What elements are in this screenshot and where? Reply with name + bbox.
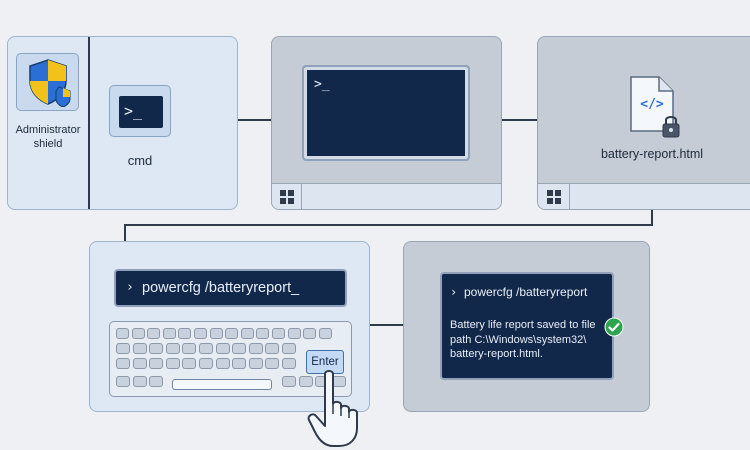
command-prompt-chevron: › (126, 280, 134, 295)
taskbar-start-area (272, 184, 302, 209)
result-terminal[interactable]: › powercfg /batteryreport Battery life r… (440, 272, 614, 380)
spacebar-key[interactable] (172, 379, 272, 390)
keyboard-key[interactable] (209, 328, 223, 339)
admin-shield-label-line2: shield (33, 138, 63, 150)
admin-shield-button[interactable] (16, 53, 79, 111)
keyboard-key[interactable] (132, 358, 147, 369)
terminal-prompt: >_ (314, 77, 330, 92)
taskbar (272, 183, 501, 209)
result-output-line3: battery-report.html. (450, 348, 543, 360)
keyboard-key[interactable] (282, 358, 296, 369)
keyboard-key[interactable] (194, 328, 207, 339)
enter-key[interactable]: Enter (306, 350, 344, 374)
keyboard-key[interactable] (149, 358, 164, 369)
cmd-label: cmd (127, 153, 153, 168)
keyboard-key[interactable] (182, 358, 197, 369)
keyboard-key[interactable] (287, 328, 301, 339)
keyboard-key[interactable] (318, 328, 332, 339)
success-check-icon (604, 317, 624, 337)
keyboard-key[interactable] (282, 343, 296, 354)
keyboard-key[interactable] (116, 376, 130, 387)
keyboard-key[interactable] (116, 343, 130, 354)
result-output: Battery life report saved to file path C… (450, 318, 596, 362)
connector-file-down (651, 209, 653, 225)
keyboard-key[interactable] (215, 343, 230, 354)
html-file-page-icon (630, 76, 674, 132)
result-output-line2: path C:\Windows\system32\ (450, 333, 587, 346)
keyboard-key[interactable] (199, 358, 213, 369)
keyboard-key[interactable] (298, 376, 313, 387)
terminal-window-panel: >_ (271, 36, 502, 210)
windows-start-icon[interactable] (280, 190, 294, 204)
admin-panel: Administrator shield >_ cmd (7, 36, 238, 210)
keyboard-key[interactable] (248, 343, 263, 354)
keyboard-key[interactable] (165, 358, 180, 369)
keyboard-key[interactable] (131, 328, 145, 339)
keyboard-key[interactable] (149, 376, 164, 387)
keyboard-key[interactable] (265, 358, 280, 369)
keyboard-key[interactable] (272, 328, 285, 339)
keyboard-key[interactable] (147, 328, 161, 339)
cmd-terminal-icon: >_ (119, 96, 163, 128)
keyboard-key[interactable] (215, 358, 230, 369)
connector-typing-result (370, 324, 404, 326)
file-code-glyph: </> (640, 97, 664, 112)
keyboard-key[interactable] (132, 376, 147, 387)
keyboard-key[interactable] (199, 343, 213, 354)
keyboard-key[interactable] (225, 328, 239, 339)
keyboard-key[interactable] (265, 343, 280, 354)
file-panel: </> battery-report.html (537, 36, 750, 210)
windows-start-icon-2[interactable] (547, 190, 561, 204)
keyboard-key[interactable] (282, 376, 296, 387)
keyboard-key[interactable] (303, 328, 317, 339)
file-taskbar-start-area (538, 184, 570, 209)
keyboard-key[interactable] (116, 328, 129, 339)
result-command: powercfg /batteryreport (464, 285, 588, 299)
cmd-app-icon[interactable]: >_ (109, 85, 171, 137)
file-name-label: battery-report.html (600, 147, 704, 161)
admin-shield-label-line1: Administrator (15, 124, 81, 136)
admin-shield-label: Administrator shield (8, 123, 88, 151)
lock-icon (662, 116, 680, 138)
result-panel: › powercfg /batteryreport Battery life r… (403, 241, 650, 412)
keyboard-key[interactable] (240, 328, 254, 339)
keyboard-key[interactable] (162, 328, 176, 339)
connector-terminal-file (502, 119, 538, 121)
connector-row-link (124, 224, 653, 226)
keyboard-key[interactable] (116, 358, 130, 369)
panel-divider (88, 37, 90, 209)
html-file-icon[interactable]: </> (629, 75, 680, 138)
keyboard-key[interactable] (232, 358, 247, 369)
file-panel-taskbar (538, 183, 750, 209)
uac-shield-icon (29, 59, 71, 107)
typing-panel: › powercfg /batteryreport_ Enter (89, 241, 370, 447)
result-output-line1: Battery life report saved to file (450, 319, 596, 331)
keyboard-key[interactable] (149, 343, 164, 354)
typed-command: powercfg /batteryreport_ (142, 280, 299, 296)
keyboard-key[interactable] (182, 343, 197, 354)
text-cursor: _ (291, 280, 300, 296)
keyboard-key[interactable] (232, 343, 247, 354)
keyboard-key[interactable] (256, 328, 270, 339)
keyboard-key[interactable] (248, 358, 263, 369)
terminal-window[interactable]: >_ (302, 65, 470, 161)
keyboard-key[interactable] (132, 343, 147, 354)
connector-to-typing (124, 224, 126, 242)
connector-admin-terminal (238, 119, 272, 121)
result-prompt-chevron: › (450, 285, 458, 299)
typed-command-text: powercfg /batteryreport (142, 280, 292, 296)
keyboard-key[interactable] (165, 343, 180, 354)
command-input-box[interactable]: › powercfg /batteryreport_ (114, 269, 347, 307)
keyboard: Enter (109, 321, 352, 397)
keyboard-key[interactable] (178, 328, 192, 339)
pressing-hand-icon (307, 370, 358, 447)
